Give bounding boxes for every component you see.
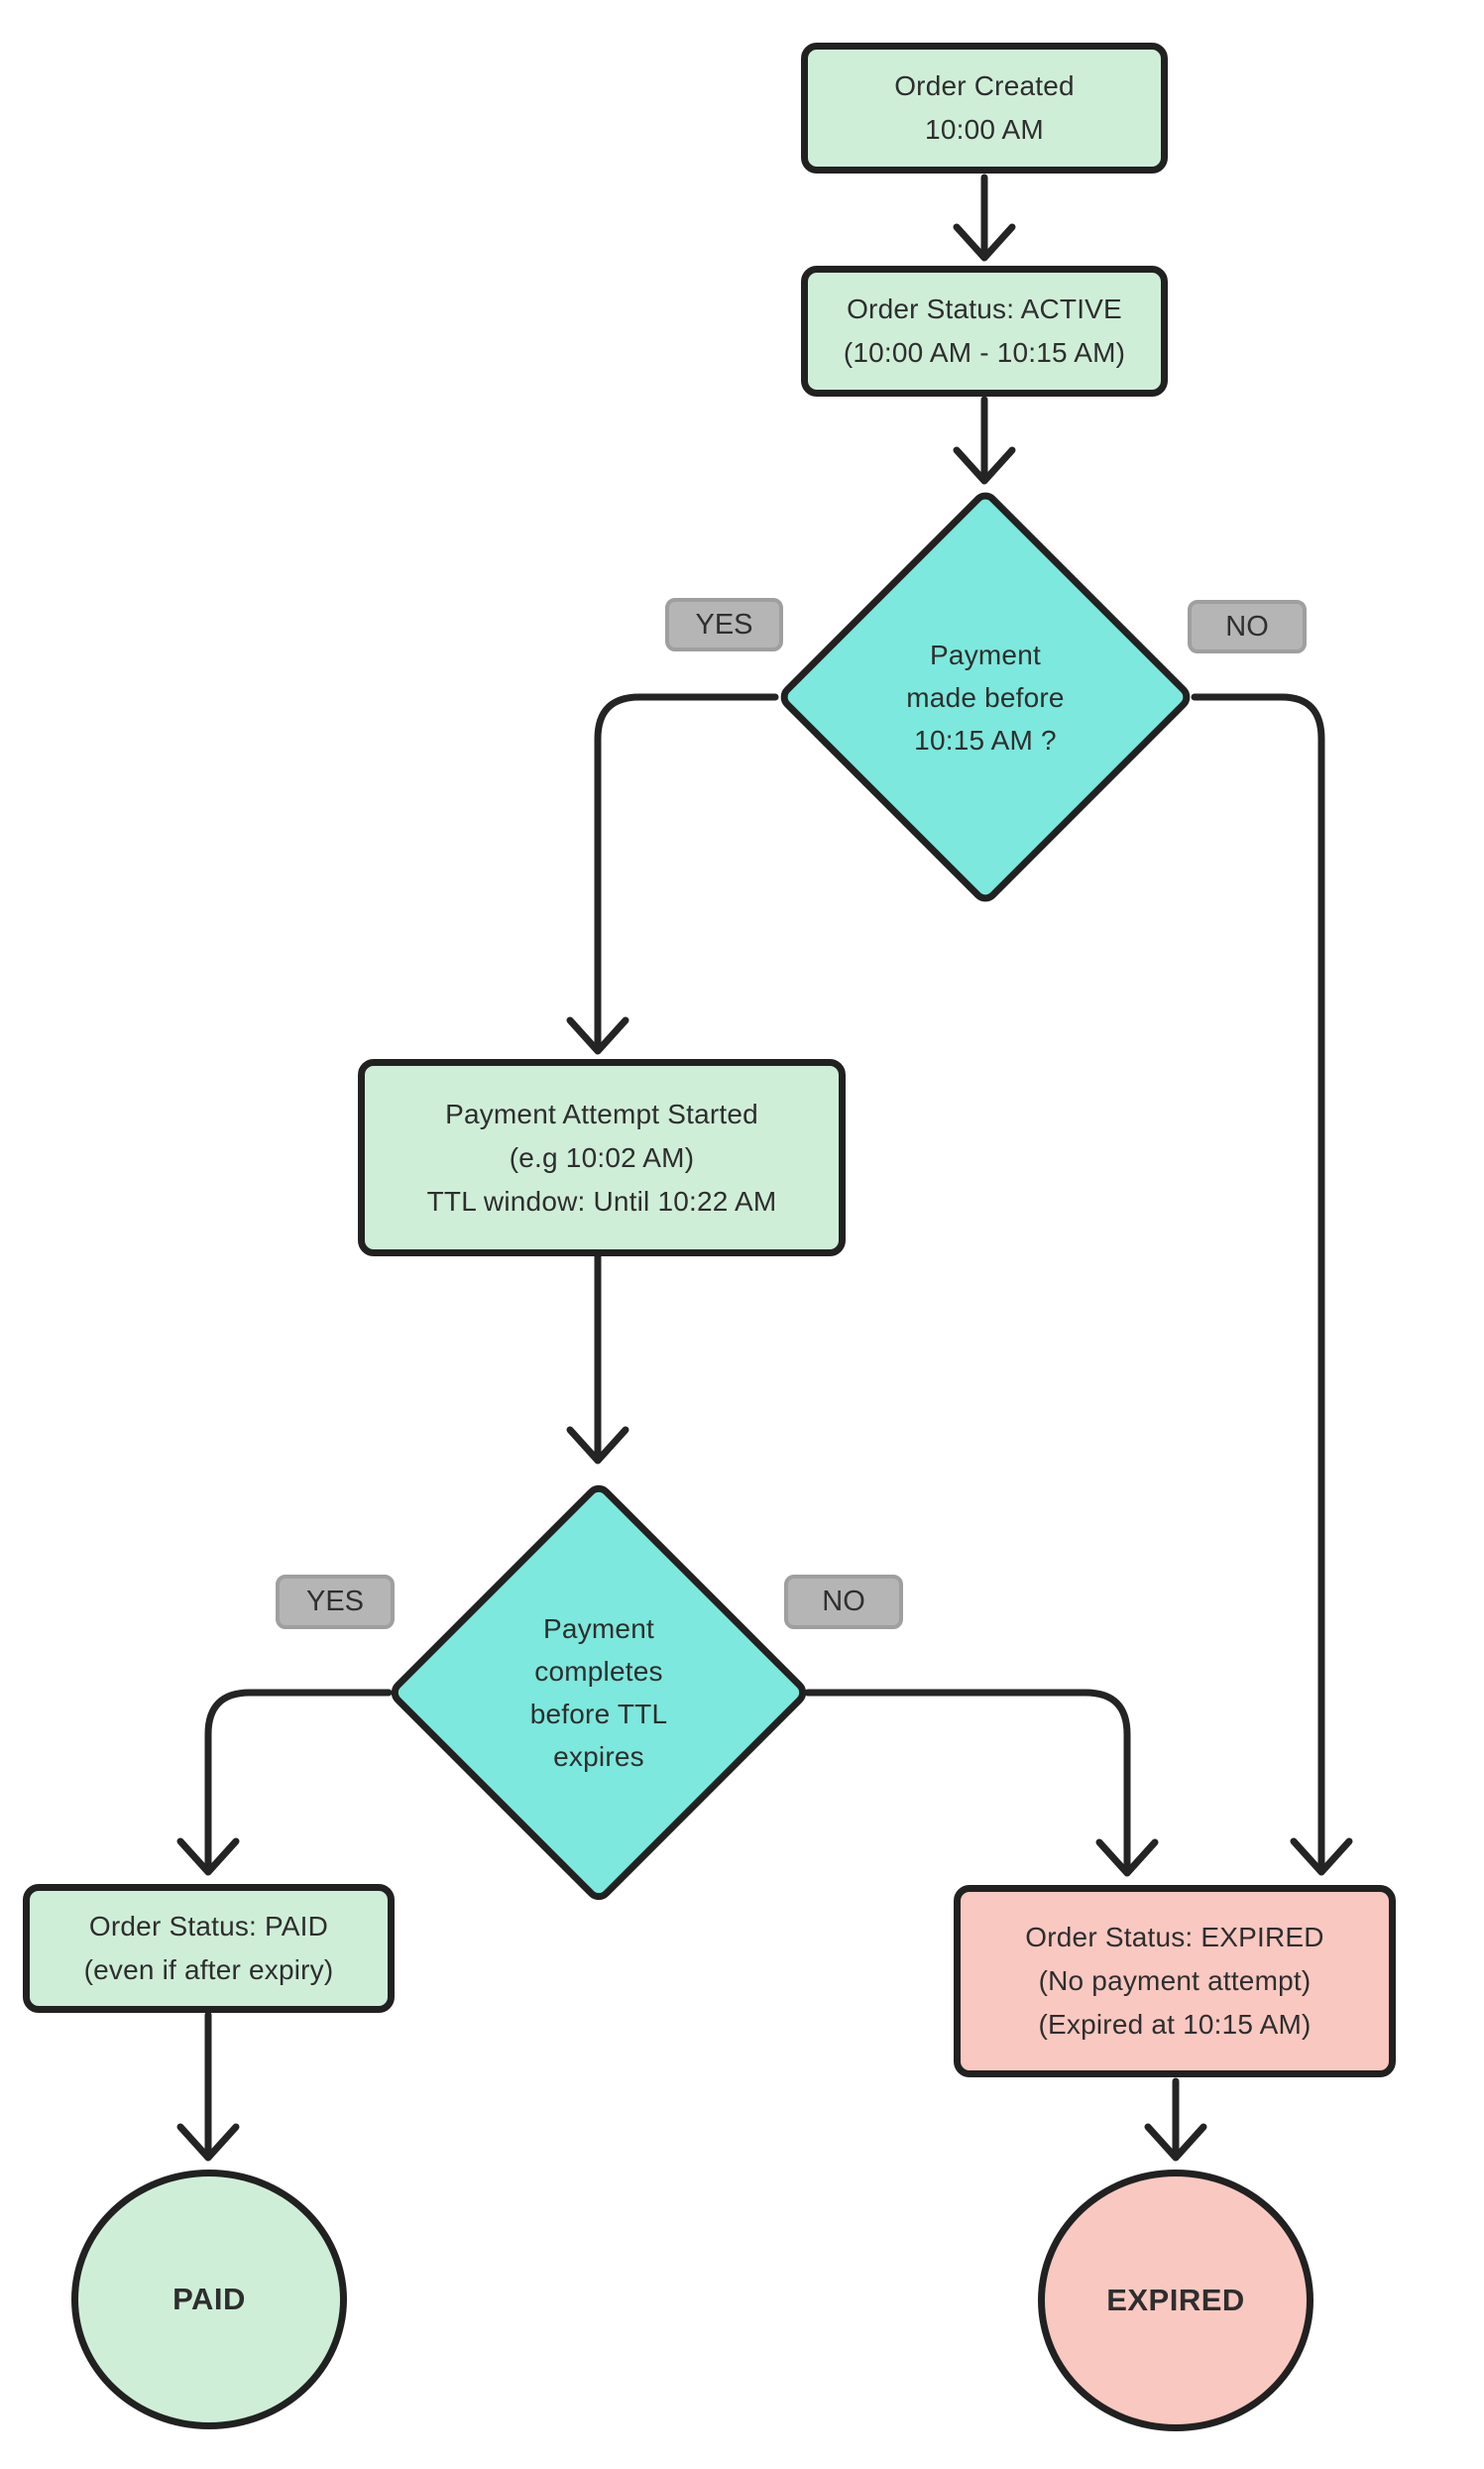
decision-payment-completes-label: Payment completes before TTL expires <box>450 1606 747 1779</box>
decision-payment-before-line-2: made before <box>906 681 1065 713</box>
terminal-expired: EXPIRED <box>1038 2170 1313 2431</box>
edge-attempt-to-decision2 <box>566 1252 629 1465</box>
decision-payment-completes-line-3: before TTL <box>529 1699 668 1729</box>
edge-decision1-yes <box>566 693 779 1055</box>
node-order-created: Order Created 10:00 AM <box>801 43 1168 174</box>
node-order-paid: Order Status: PAID (even if after expiry… <box>23 1884 395 2013</box>
node-order-expired-line-1: Order Status: EXPIRED <box>1025 1922 1324 1952</box>
edge-expired-box-to-terminal <box>1144 2077 1207 2162</box>
node-payment-attempt-line-2: (e.g 10:02 AM) <box>509 1141 695 1173</box>
decision-payment-completes-line-1: Payment <box>543 1613 654 1644</box>
node-order-paid-line-1: Order Status: PAID <box>88 1911 329 1941</box>
node-order-active-line-2: (10:00 AM - 10:15 AM) <box>843 337 1126 368</box>
node-order-paid-line-2: (even if after expiry) <box>83 1954 334 1985</box>
node-order-created-line-1: Order Created <box>894 70 1075 101</box>
decision-payment-before-label: Payment made before 10:15 AM ? <box>837 628 1134 766</box>
edge-active-to-decision1 <box>953 396 1016 485</box>
edge-created-to-active <box>953 174 1016 262</box>
node-payment-attempt: Payment Attempt Started (e.g 10:02 AM) T… <box>358 1059 846 1256</box>
node-order-active-line-1: Order Status: ACTIVE <box>847 294 1122 324</box>
decision2-yes-badge: YES <box>276 1575 395 1629</box>
edge-decision2-no <box>804 1689 1159 1877</box>
node-order-expired: Order Status: EXPIRED (No payment attemp… <box>954 1885 1396 2077</box>
edge-decision2-yes <box>176 1689 393 1876</box>
node-payment-attempt-line-3: TTL window: Until 10:22 AM <box>426 1185 777 1217</box>
node-payment-attempt-line-1: Payment Attempt Started <box>445 1098 758 1129</box>
node-order-expired-line-2: (No payment attempt) <box>1038 1965 1312 1996</box>
decision-payment-before-line-3: 10:15 AM ? <box>914 724 1057 756</box>
edge-decision1-no <box>1191 693 1353 1876</box>
edge-paid-box-to-terminal <box>176 2011 240 2162</box>
decision-payment-completes-line-2: completes <box>534 1656 663 1687</box>
terminal-paid: PAID <box>71 2170 347 2429</box>
node-order-expired-line-3: (Expired at 10:15 AM) <box>1038 2009 1312 2040</box>
node-order-active: Order Status: ACTIVE (10:00 AM - 10:15 A… <box>801 266 1168 397</box>
decision-payment-completes-line-4: expires <box>553 1741 644 1772</box>
decision-payment-before-line-1: Payment <box>930 639 1041 670</box>
decision1-no-badge: NO <box>1188 600 1307 653</box>
decision2-no-badge: NO <box>784 1575 903 1629</box>
decision1-yes-badge: YES <box>665 598 783 651</box>
node-order-created-line-2: 10:00 AM <box>925 114 1044 145</box>
